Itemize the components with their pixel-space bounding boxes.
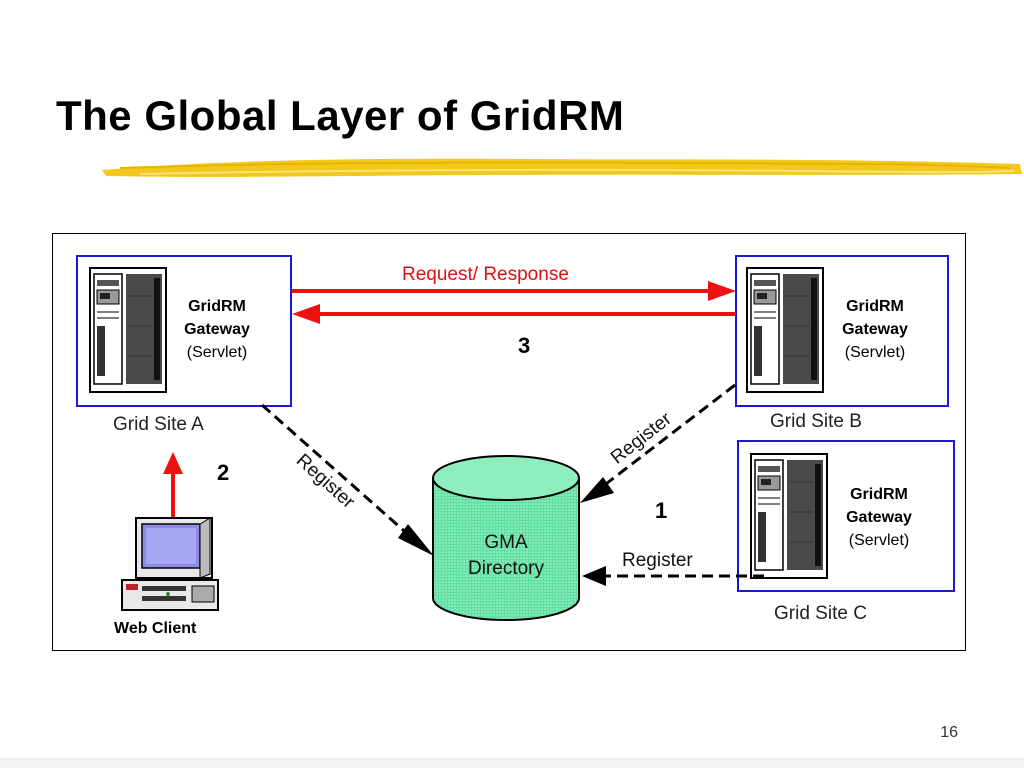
gma-directory-label: GMA Directory: [440, 530, 572, 582]
grid-site-a-gateway-title1: GridRM: [188, 298, 246, 315]
database-cylinder-icon: [432, 455, 580, 621]
slide-title: The Global Layer of GridRM: [56, 92, 625, 139]
gma-directory-line1: GMA: [484, 532, 528, 553]
gma-directory-line2: Directory: [467, 558, 544, 579]
grid-site-c-caption: Grid Site C: [774, 603, 867, 624]
register-a-connector: [261, 403, 434, 556]
step-3-label: 3: [518, 333, 531, 358]
page-number: 16: [940, 724, 958, 741]
diagram-frame: [52, 233, 966, 651]
grid-site-a-gateway-label: GridRM Gateway (Servlet): [170, 295, 264, 364]
title-underline-stroke: [102, 158, 1022, 177]
server-tower-icon: [89, 267, 167, 393]
grid-site-c-gateway-title2: Gateway: [846, 509, 912, 526]
client-to-site-a-arrow: [163, 452, 183, 522]
step-1-label: 1: [655, 498, 668, 523]
server-tower-icon: [746, 267, 824, 393]
register-b-connector: [580, 383, 736, 503]
desktop-computer-icon: [121, 517, 219, 611]
register-c-label: Register: [622, 550, 693, 571]
grid-site-b-gateway-sub: (Servlet): [844, 344, 906, 361]
grid-site-b-gateway-title2: Gateway: [842, 321, 908, 338]
grid-site-c-gateway-label: GridRM Gateway (Servlet): [832, 483, 926, 552]
grid-site-a-gateway-title2: Gateway: [184, 321, 250, 338]
request-response-label: Request/ Response: [402, 264, 569, 285]
step-2-label: 2: [217, 460, 230, 485]
grid-site-a-gateway-sub: (Servlet): [186, 344, 248, 361]
grid-site-a-caption: Grid Site A: [113, 414, 204, 435]
request-arrow: [292, 281, 736, 301]
register-c-connector: [582, 566, 764, 586]
grid-site-b-gateway-title1: GridRM: [846, 298, 904, 315]
web-client-label: Web Client: [114, 620, 197, 637]
grid-site-b-caption: Grid Site B: [770, 411, 862, 432]
footer-bar: [0, 758, 1024, 768]
response-arrow: [292, 304, 736, 324]
grid-site-c-gateway-title1: GridRM: [850, 486, 908, 503]
server-tower-icon: [750, 453, 828, 579]
grid-site-b-gateway-label: GridRM Gateway (Servlet): [828, 295, 922, 364]
grid-site-c-gateway-sub: (Servlet): [848, 532, 910, 549]
